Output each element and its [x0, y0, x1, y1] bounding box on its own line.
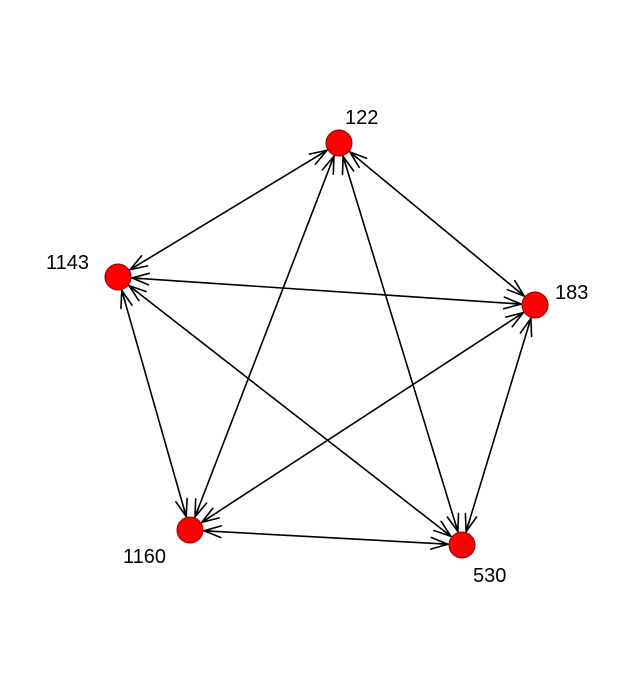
node-1143: [104, 263, 132, 291]
edge-line: [129, 149, 328, 271]
edge-1143-1160: [120, 288, 188, 519]
edge-1143-183: [129, 272, 524, 310]
edge-183-1160: [199, 311, 526, 524]
edge-122-1143: [127, 149, 330, 271]
edge-122-1160: [194, 153, 335, 520]
edge-line: [128, 284, 452, 538]
arrowhead-icon: [505, 311, 526, 328]
edge-line: [203, 530, 449, 545]
arrowhead-icon: [194, 498, 208, 520]
arrowhead-icon: [502, 296, 524, 310]
arrowhead-icon: [429, 536, 451, 550]
edge-line: [349, 151, 525, 297]
node-183: [521, 291, 549, 319]
arrowhead-icon: [127, 284, 147, 302]
labels-layer: 122 183 530 1160 1143: [46, 107, 588, 587]
node-122: [325, 129, 353, 157]
edge-line: [121, 290, 187, 517]
arrowhead-icon: [308, 149, 330, 165]
edge-line: [201, 311, 524, 524]
arrowhead-icon: [433, 520, 453, 538]
arrowhead-icon: [506, 279, 527, 298]
node-label-183: 183: [555, 282, 588, 304]
arrowhead-icon: [127, 255, 149, 271]
arrowhead-icon: [321, 153, 335, 175]
node-530: [448, 531, 476, 559]
edge-122-183: [347, 150, 527, 298]
node-label-530: 530: [473, 565, 506, 587]
edge-line: [194, 155, 335, 518]
edges-layer: [120, 149, 533, 550]
edge-1160-530: [201, 525, 451, 550]
edge-line: [131, 277, 522, 305]
arrowhead-icon: [464, 512, 478, 534]
arrowhead-icon: [347, 150, 368, 169]
arrowhead-icon: [201, 525, 223, 539]
arrowhead-icon: [341, 154, 355, 176]
nodes-layer: [104, 129, 549, 559]
arrowhead-icon: [199, 507, 220, 524]
node-1160: [176, 516, 204, 544]
arrowhead-icon: [175, 497, 188, 519]
edge-1143-530: [127, 284, 453, 538]
edge-122-530: [341, 154, 460, 534]
node-label-1143: 1143: [46, 252, 89, 274]
edge-183-530: [464, 316, 533, 534]
arrowhead-icon: [129, 272, 151, 286]
arrowhead-icon: [446, 512, 460, 534]
arrowhead-icon: [120, 288, 133, 310]
node-label-1160: 1160: [123, 546, 166, 568]
edge-line: [465, 318, 532, 532]
arrowhead-icon: [519, 316, 533, 338]
edge-line: [342, 156, 459, 532]
node-label-122: 122: [345, 107, 378, 129]
